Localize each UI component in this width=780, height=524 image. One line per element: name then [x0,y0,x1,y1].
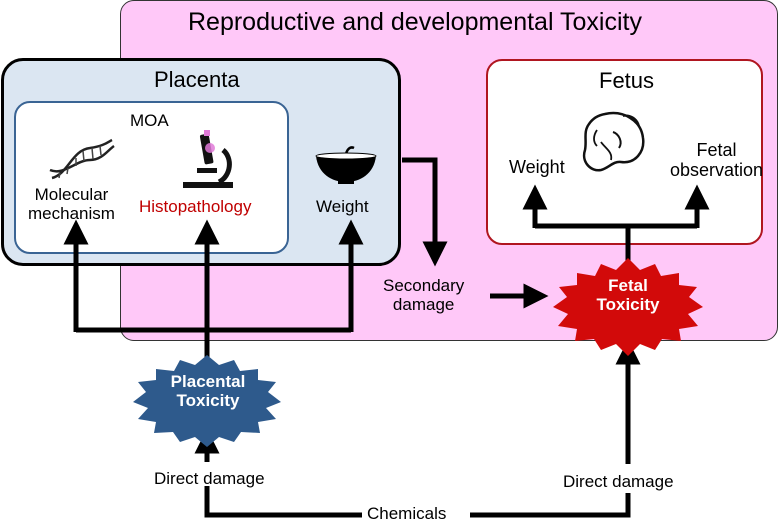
fetal-toxicity-burst [553,258,703,356]
molecular-line1: Molecular [34,185,109,204]
fetus-box [486,59,763,245]
fetus-label: Fetus [599,68,655,93]
fetal-weight-label: Weight [509,157,565,177]
molecular-line2: mechanism [28,203,115,223]
fetal-observation-line1: Fetal [696,140,737,160]
secondary-damage-label: Secondary damage [383,276,465,314]
placental-toxicity-burst [133,355,281,447]
histopathology-label: Histopathology [139,197,252,216]
scale-bowl-icon [315,146,377,184]
molecular-mechanism-label: Molecular mechanism [28,185,115,223]
secondary-line1: Secondary [383,276,465,295]
fetal-toxicity-line1: Fetal [608,276,648,295]
microscope-icon [183,130,233,188]
chemicals-label: Chemicals [367,504,447,523]
fetal-toxicity-line2: Toxicity [596,294,660,314]
direct-damage-right-label: Direct damage [563,472,674,491]
dna-icon [49,138,115,180]
placental-toxicity-line2: Toxicity [176,390,240,410]
fetal-observation-line2: observation [670,159,764,180]
diagram-title: Reproductive and developmental Toxicity [188,8,642,36]
placenta-label: Placenta [154,67,240,92]
embryo-icon [582,111,645,172]
moa-label: MOA [130,111,169,130]
placenta-weight-label: Weight [316,197,369,216]
fetal-toxicity-label: Fetal Toxicity [584,276,672,314]
secondary-line2: damage [392,294,455,314]
placental-toxicity-line1: Placental [170,372,246,391]
direct-damage-left-label: Direct damage [154,469,265,488]
chemicals-connector [204,486,631,518]
secondary-damage-arrow [402,157,448,267]
fetal-observation-label: Fetal observation [670,140,764,181]
placental-toxicity-label: Placental Toxicity [158,372,258,410]
